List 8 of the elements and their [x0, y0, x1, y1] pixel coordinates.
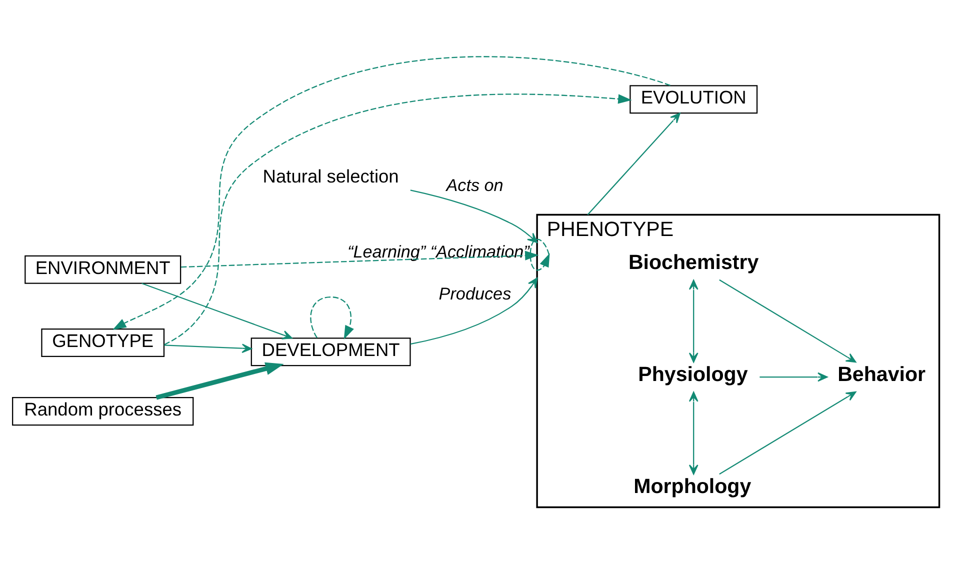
edge-label: Produces	[438, 283, 512, 304]
edge-label: “Learning” “Acclimation”	[348, 242, 530, 262]
node-text: Morphology	[634, 474, 752, 498]
edge-label: Acts on	[446, 174, 504, 195]
node-text: Behavior	[838, 362, 926, 386]
node-text: Physiology	[638, 362, 748, 386]
node-text: Natural selection	[262, 166, 399, 187]
node-text: Biochemistry	[628, 250, 759, 274]
